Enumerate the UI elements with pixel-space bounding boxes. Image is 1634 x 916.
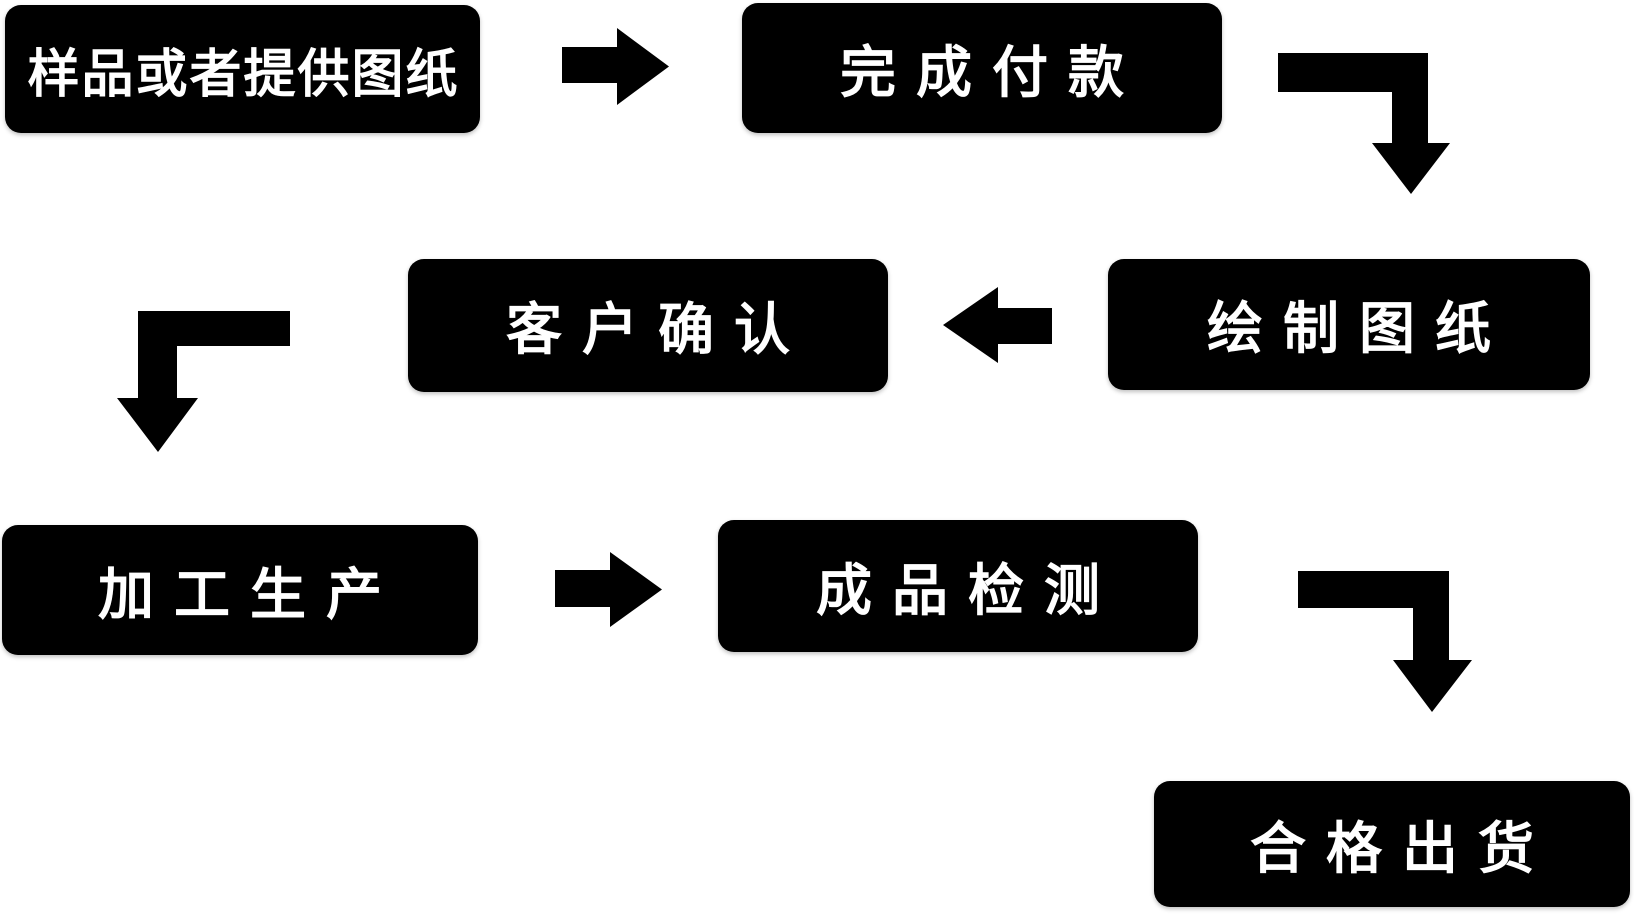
flow-node-processing-production: 加工生产 [2, 525, 478, 655]
flow-node-qualified-shipment: 合格出货 [1154, 781, 1630, 907]
arrow-elbow-right-down-icon [1278, 53, 1450, 194]
arrow-left-icon [943, 287, 1052, 363]
flow-node-customer-confirmation: 客户确认 [408, 259, 888, 392]
flow-node-payment: 完成付款 [742, 3, 1222, 133]
arrow-elbow-left-down-icon [117, 311, 290, 452]
arrow-elbow-right-down-icon [1298, 571, 1472, 712]
flow-node-product-inspection: 成品检测 [718, 520, 1198, 652]
arrow-right-icon [562, 28, 669, 105]
arrow-right-icon [555, 552, 662, 627]
flow-node-draw-drawings: 绘制图纸 [1108, 259, 1590, 390]
flow-node-sample-or-drawing: 样品或者提供图纸 [5, 5, 480, 133]
